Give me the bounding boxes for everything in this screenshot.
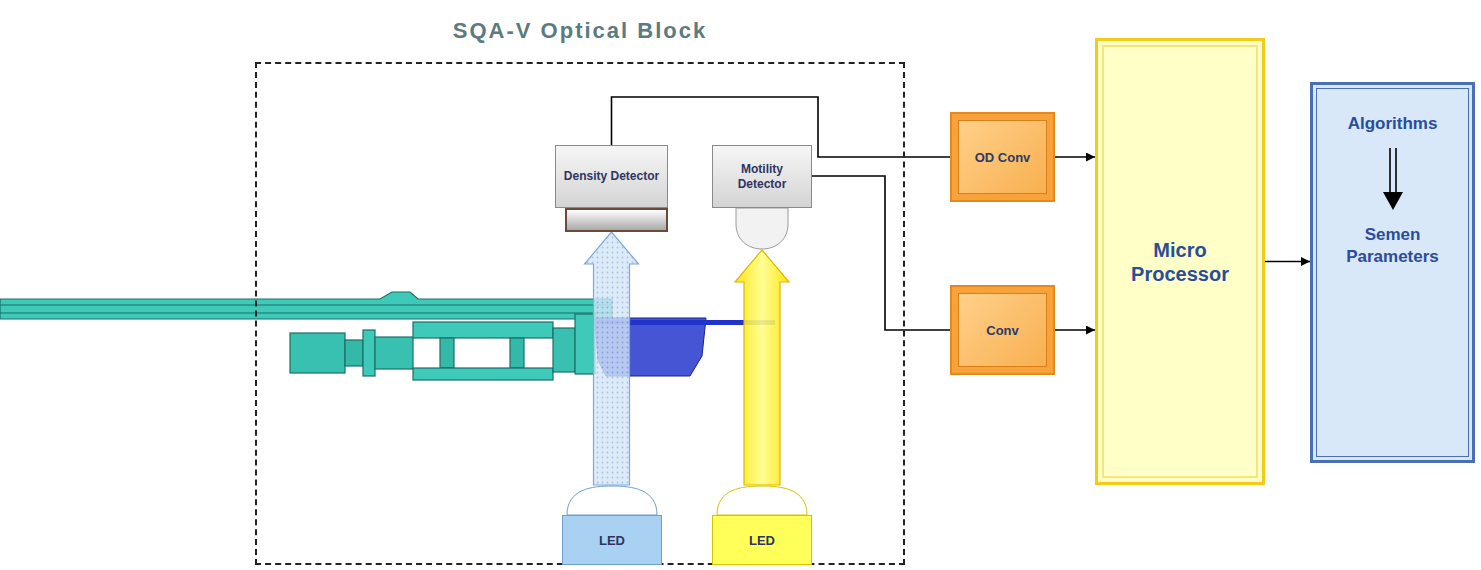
optical-block-region: SQA-V Optical BlockDensity DetectorMotil…	[255, 62, 905, 565]
node-label: LED	[599, 533, 625, 548]
led-dome	[562, 485, 662, 515]
light-beam-arrow	[585, 232, 639, 485]
led-dome-shape	[717, 486, 807, 515]
node-label: Conv	[986, 323, 1019, 338]
node-label: OD Conv	[975, 150, 1031, 165]
chamber-wall	[575, 314, 595, 374]
slide-edge	[0, 312, 612, 313]
converter-box: OD Conv	[950, 112, 1055, 202]
signal-wire	[1055, 329, 1095, 331]
arrow-head	[1383, 192, 1403, 210]
yellow-led: LED	[712, 485, 812, 565]
led-base: LED	[562, 515, 662, 565]
node-label: Algorithms	[1348, 113, 1438, 134]
blue-led: LED	[562, 485, 662, 565]
processor-box: Micro Processor	[1095, 38, 1265, 485]
node-label: Micro Processor	[1110, 238, 1250, 286]
double-arrow	[1378, 148, 1408, 210]
cylinder	[290, 333, 345, 373]
slide-edge	[0, 304, 612, 305]
node-label: Semen Parameters	[1323, 224, 1462, 267]
motility-detector: Motility Detector	[712, 145, 812, 250]
signal-wire	[1265, 261, 1310, 263]
sensor-plate	[565, 208, 668, 232]
signal-wire	[812, 176, 950, 330]
upper-flange	[413, 322, 553, 338]
led-base: LED	[712, 515, 812, 565]
coupler	[375, 337, 413, 369]
led-dome-shape	[567, 486, 657, 515]
converter-box: Conv	[950, 285, 1055, 375]
test-slide	[0, 292, 612, 319]
converter-inner: OD Conv	[958, 120, 1047, 194]
converter-inner: Conv	[958, 293, 1047, 367]
lower-flange	[413, 368, 553, 380]
node-label: Motility Detector	[717, 162, 807, 191]
signal-wire	[1055, 156, 1095, 158]
detector-housing: Motility Detector	[712, 145, 812, 208]
neck	[345, 340, 363, 366]
arrow-shaft	[1389, 148, 1391, 194]
post	[440, 338, 454, 368]
lens	[736, 208, 788, 249]
light-beam-arrow	[735, 250, 789, 485]
density-detector: Density Detector	[555, 145, 668, 232]
node-label: Density Detector	[564, 169, 659, 183]
algorithm-box: AlgorithmsSemen Parameters	[1310, 82, 1475, 463]
connector	[553, 328, 575, 372]
block-title: SQA-V Optical Block	[257, 18, 903, 44]
arrow-shaft	[1395, 148, 1397, 194]
detector-housing: Density Detector	[555, 145, 668, 208]
node-label: LED	[749, 533, 775, 548]
led-dome	[712, 485, 812, 515]
collar	[363, 330, 375, 376]
post	[510, 338, 524, 368]
detector-lens	[712, 208, 812, 250]
